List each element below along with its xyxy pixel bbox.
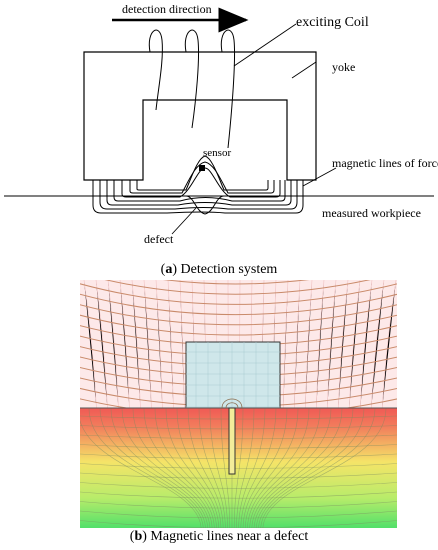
workpiece-field-line bbox=[238, 408, 266, 528]
detection-direction-label: detection direction bbox=[122, 2, 212, 16]
workpiece-field-line bbox=[245, 408, 299, 528]
probe-grid bbox=[186, 342, 280, 408]
air-field-line bbox=[163, 280, 309, 285]
workpiece-field-line bbox=[80, 520, 397, 528]
workpiece-field-line bbox=[110, 408, 208, 528]
air-field-line bbox=[80, 283, 397, 305]
workpiece-field-line bbox=[242, 408, 288, 528]
workpiece-field-line bbox=[80, 419, 202, 528]
caption-b: (b) Magnetic lines near a defect bbox=[129, 529, 309, 544]
panel-a-detection-system: detection direction exciting Coil yoke m… bbox=[4, 2, 438, 246]
air-grid-line bbox=[282, 280, 289, 408]
workpiece-field-line bbox=[80, 491, 397, 499]
air-field-line bbox=[80, 304, 397, 326]
workpiece-field-line bbox=[258, 408, 365, 528]
workpiece-field-line bbox=[262, 408, 387, 528]
workpiece-field-line bbox=[233, 408, 244, 528]
air-grid-line bbox=[381, 280, 397, 408]
air-grid-line bbox=[348, 280, 361, 408]
air-grid-line bbox=[83, 280, 97, 408]
workpiece-field-line bbox=[253, 408, 343, 528]
workpiece-field-line bbox=[220, 408, 231, 528]
magnetic-lines-of-force-label: magnetic lines of force bbox=[332, 156, 438, 170]
air-grid-line bbox=[119, 280, 130, 408]
workpiece-field-line bbox=[176, 408, 222, 528]
sensor bbox=[199, 165, 205, 171]
defect-bump bbox=[185, 195, 225, 215]
yoke-label: yoke bbox=[332, 60, 355, 74]
caption-b-letter: b bbox=[134, 529, 143, 544]
workpiece-region bbox=[80, 408, 397, 528]
workpiece-field-line bbox=[256, 408, 354, 528]
yoke-leader-line bbox=[291, 61, 317, 79]
workpiece-field-line bbox=[260, 408, 376, 528]
workpiece-field-line bbox=[198, 408, 226, 528]
air-grid-line bbox=[304, 280, 313, 408]
workpiece-field-line bbox=[209, 408, 228, 528]
air-field-line bbox=[80, 314, 397, 336]
air-grid-line bbox=[143, 280, 152, 408]
air-grid-line bbox=[315, 280, 325, 408]
workpiece-field-line bbox=[187, 408, 224, 528]
defect-leader-line bbox=[171, 207, 197, 235]
panel-b-magnetic-field-plot bbox=[80, 280, 397, 528]
defect-top-loop bbox=[221, 398, 243, 409]
workpiece-field-line bbox=[80, 482, 397, 489]
sensor-label: sensor bbox=[203, 147, 231, 159]
exciting-coil-label: exciting Coil bbox=[296, 15, 369, 30]
caption-a: (a) Detection system bbox=[160, 262, 278, 277]
caption-a-text: Detection system bbox=[180, 262, 278, 277]
measured-workpiece-label: measured workpiece bbox=[322, 206, 421, 220]
air-grid-line bbox=[359, 280, 373, 408]
workpiece-field-line bbox=[80, 472, 397, 479]
caption-a-letter: a bbox=[165, 262, 173, 277]
workpiece-field-line bbox=[236, 408, 255, 528]
workpiece-field-line bbox=[132, 408, 213, 528]
workpiece-field-line bbox=[88, 408, 204, 528]
defect-top-loop-inner bbox=[225, 402, 239, 409]
defect-slot bbox=[228, 407, 236, 475]
flux-leader-line bbox=[302, 167, 337, 187]
workpiece-field-line bbox=[240, 408, 277, 528]
exciting-coil bbox=[148, 29, 236, 149]
coil-leader-line bbox=[233, 23, 297, 67]
air-grid-line bbox=[326, 280, 337, 408]
yoke bbox=[83, 51, 317, 181]
workpiece-field-line bbox=[80, 501, 397, 509]
caption-b-text: Magnetic lines near a defect bbox=[150, 529, 309, 544]
magnetic-lines-of-force bbox=[92, 155, 304, 214]
air-grid-line bbox=[155, 280, 163, 408]
air-field-line bbox=[80, 398, 397, 408]
workpiece-field-line bbox=[165, 408, 219, 528]
probe-block bbox=[185, 341, 281, 409]
air-field-line bbox=[104, 280, 371, 295]
workpiece-field-line bbox=[80, 510, 397, 519]
workpiece-field-line bbox=[99, 408, 206, 528]
workpiece-field-line bbox=[121, 408, 211, 528]
air-grid-line bbox=[131, 280, 141, 408]
defect-label: defect bbox=[144, 232, 174, 246]
air-field-line bbox=[80, 293, 397, 316]
